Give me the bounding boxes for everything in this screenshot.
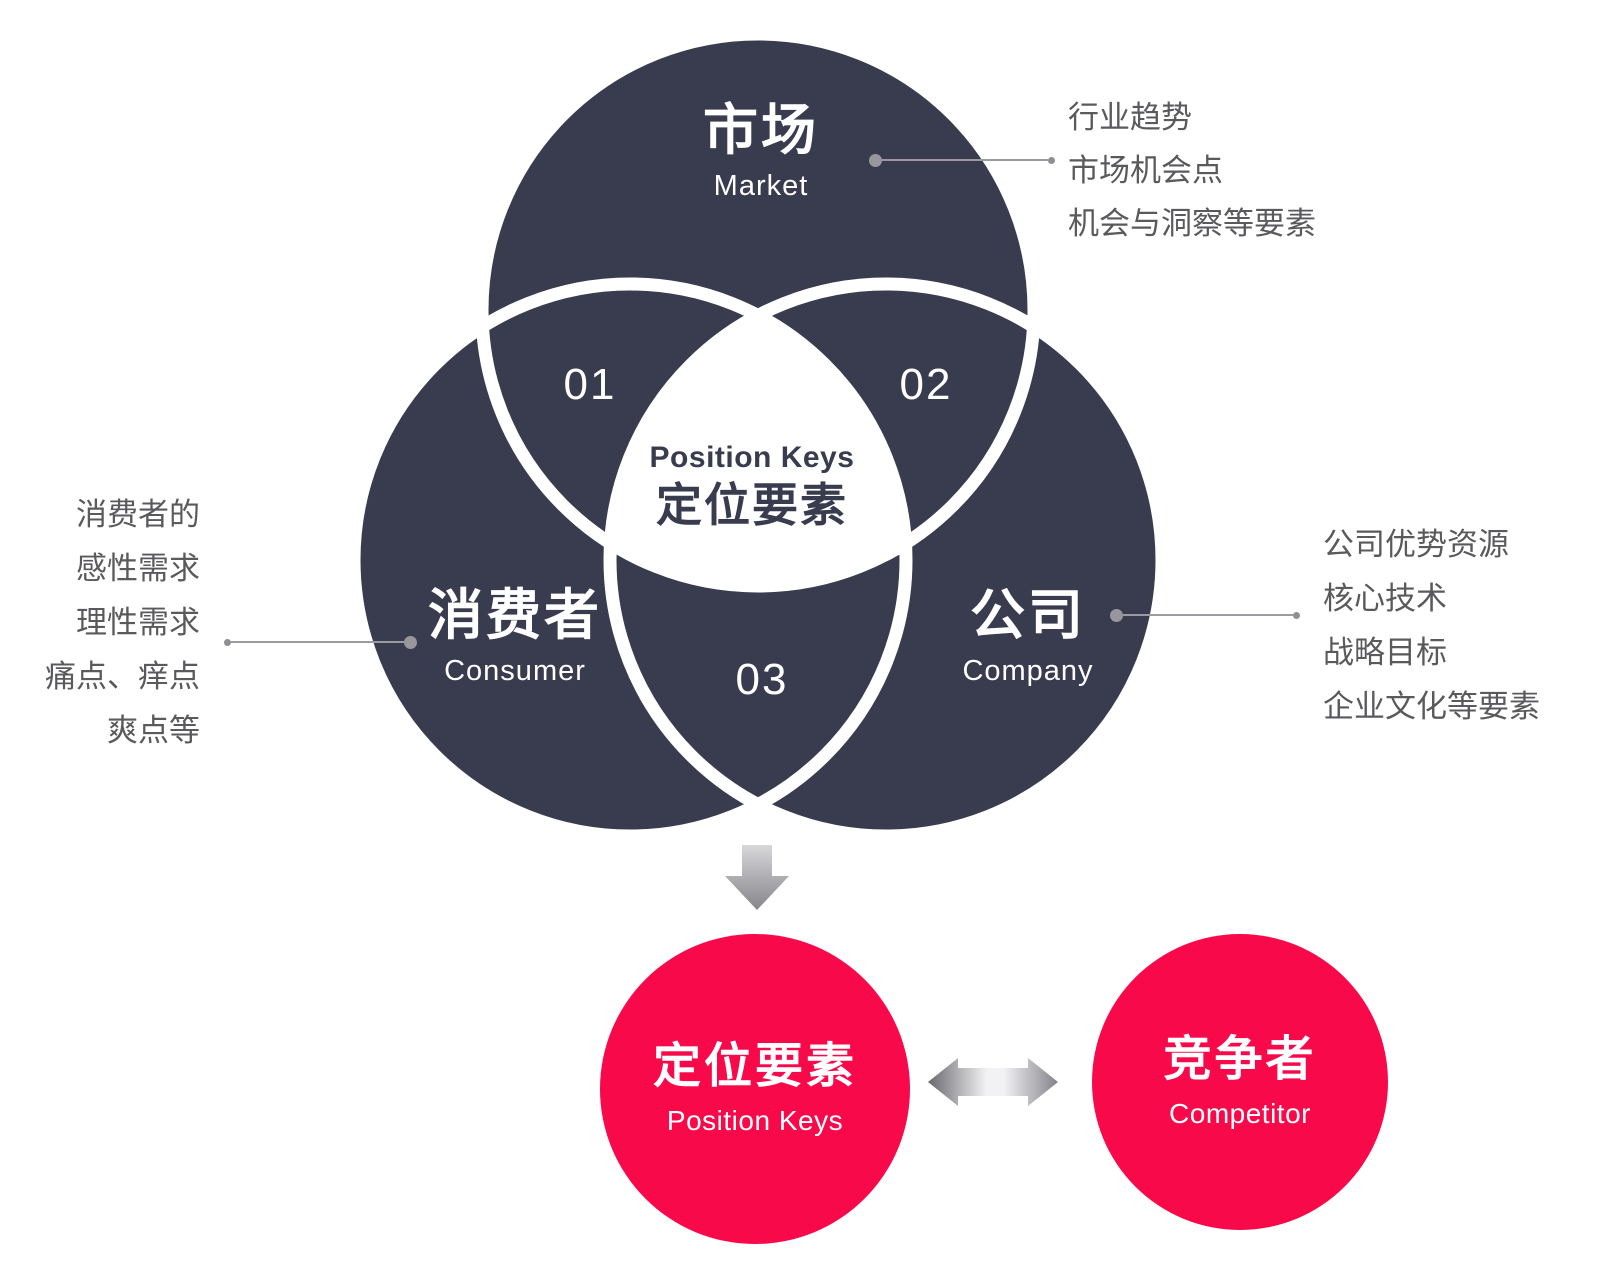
market-leader-dot-icon (869, 153, 882, 167)
market-annotation-line: 市场机会点 (1068, 153, 1223, 188)
market-label-en: Market (713, 169, 809, 202)
market-leader-end-dot-icon (1048, 156, 1055, 164)
market-annotations: 行业趋势 市场机会点 机会与洞察等要素 (1068, 91, 1316, 250)
position-keys-circle: 定位要素 Position Keys (600, 934, 910, 1244)
company-annotation-line: 企业文化等要素 (1323, 689, 1540, 724)
consumer-annotation-line: 痛点、痒点 (45, 659, 200, 694)
intersection-badge-01: 01 (563, 360, 617, 409)
market-leader-rule (882, 159, 1048, 161)
consumer-leader-line (224, 635, 417, 649)
competitor-circle: 竞争者 Competitor (1092, 934, 1388, 1230)
consumer-label: 消费者 Consumer (315, 585, 715, 687)
consumer-annotation-line: 理性需求 (76, 605, 200, 640)
position-keys-circle-zh: 定位要素 (652, 1040, 857, 1094)
company-leader-end-dot-icon (1293, 611, 1300, 619)
down-arrow-icon (725, 845, 789, 910)
company-label-zh: 公司 (969, 584, 1086, 646)
intersection-badge-02: 02 (899, 360, 953, 409)
consumer-annotations: 消费者的 感性需求 理性需求 痛点、痒点 爽点等 (45, 488, 200, 758)
company-label-en: Company (962, 654, 1094, 687)
competitor-circle-en: Competitor (1169, 1098, 1311, 1129)
consumer-label-en: Consumer (444, 654, 586, 687)
intersection-badge-03: 03 (735, 655, 789, 704)
center-label-en: Position Keys (649, 441, 855, 474)
consumer-leader-rule (231, 641, 404, 643)
company-annotation-line: 核心技术 (1323, 581, 1447, 616)
center-intersection-shape (608, 313, 908, 588)
competitor-circle-zh: 竞争者 (1163, 1033, 1317, 1087)
market-leader-line (869, 153, 1055, 167)
market-annotation-line: 机会与洞察等要素 (1068, 206, 1316, 241)
company-annotation-line: 公司优势资源 (1323, 527, 1509, 562)
consumer-annotation-line: 感性需求 (76, 551, 200, 586)
company-annotation-line: 战略目标 (1323, 635, 1447, 670)
company-circle-ring (603, 277, 1169, 843)
company-leader-rule (1123, 614, 1293, 616)
company-label: 公司 Company (828, 585, 1228, 687)
consumer-label-zh: 消费者 (427, 584, 602, 646)
consumer-leader-end-dot-icon (224, 638, 231, 646)
consumer-circle-ring (347, 277, 913, 843)
consumer-leader-dot-icon (404, 635, 417, 649)
market-label: 市场 Market (561, 100, 961, 202)
consumer-annotation-line: 爽点等 (107, 713, 200, 748)
center-label-zh: 定位要素 (656, 479, 848, 531)
company-annotations: 公司优势资源 核心技术 战略目标 企业文化等要素 (1323, 518, 1540, 734)
position-keys-circle-en: Position Keys (666, 1105, 844, 1136)
consumer-annotation-line: 消费者的 (76, 497, 200, 532)
market-label-zh: 市场 (702, 99, 819, 161)
company-leader-dot-icon (1110, 608, 1123, 622)
company-leader-line (1110, 608, 1300, 622)
market-annotation-line: 行业趋势 (1068, 100, 1192, 135)
center-label: Position Keys 定位要素 (552, 441, 952, 531)
double-arrow-icon (928, 1058, 1058, 1106)
